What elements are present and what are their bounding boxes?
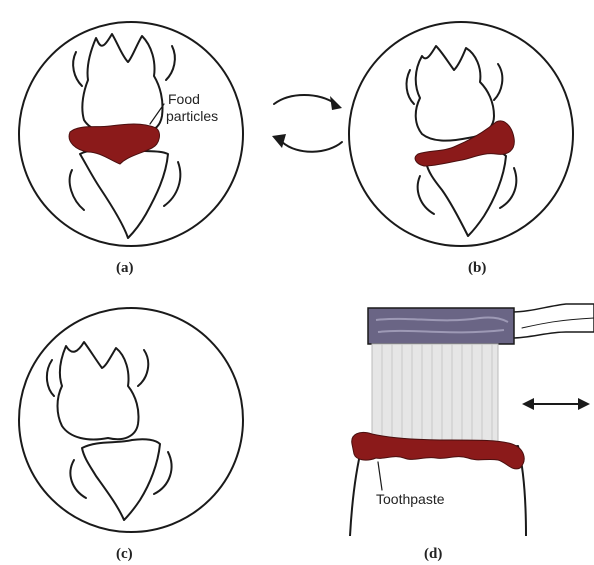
toothpaste-label: Toothpaste: [376, 491, 445, 507]
panel-d-caption: (d): [424, 546, 442, 562]
panel-c-upper-tooth: [58, 342, 139, 440]
cycle-arrows: [272, 95, 342, 152]
panel-c-lower-tooth: [82, 439, 160, 520]
arrow-right-head: [330, 96, 342, 110]
brushing-arrow-left-head: [522, 398, 534, 410]
panel-c-gum-upper-right: [138, 350, 148, 386]
arrow-left-curved: [282, 142, 342, 152]
panel-d: Toothpaste: [350, 304, 594, 536]
panel-b-caption: (b): [468, 260, 486, 276]
panel-b-upper-tooth: [416, 46, 494, 141]
panel-b-gum-upper-right: [494, 64, 502, 100]
panel-a-gum-lower-left: [70, 170, 84, 210]
panel-b-gum-lower-left: [418, 176, 434, 214]
panel-b: [349, 22, 573, 246]
panel-a-upper-tooth: [82, 34, 162, 133]
arrow-right-curved: [274, 95, 336, 104]
toothpaste-leader: [378, 462, 382, 490]
panel-a: Food particles: [19, 22, 243, 246]
panel-a-lower-tooth: [80, 150, 168, 238]
brushing-motion-arrow: [522, 398, 590, 410]
panel-c-gum-upper-left: [47, 360, 54, 396]
food-particles-label-line1: Food: [168, 91, 200, 107]
panel-a-caption: (a): [116, 260, 134, 276]
panel-c: [19, 308, 243, 532]
panel-a-gum-upper-left: [73, 52, 82, 86]
panel-a-gum-upper-right: [166, 46, 175, 80]
food-particles-label-line2: particles: [166, 108, 218, 124]
brushing-arrow-right-head: [578, 398, 590, 410]
toothbrush-bristles: [372, 344, 498, 442]
panel-c-caption: (c): [116, 546, 133, 562]
panel-b-gum-upper-left: [407, 70, 414, 104]
arrow-left-head: [272, 134, 286, 148]
toothbrush-head: [368, 308, 514, 344]
panel-c-gum-lower-left: [70, 460, 86, 498]
toothbrush-handle: [512, 304, 594, 338]
